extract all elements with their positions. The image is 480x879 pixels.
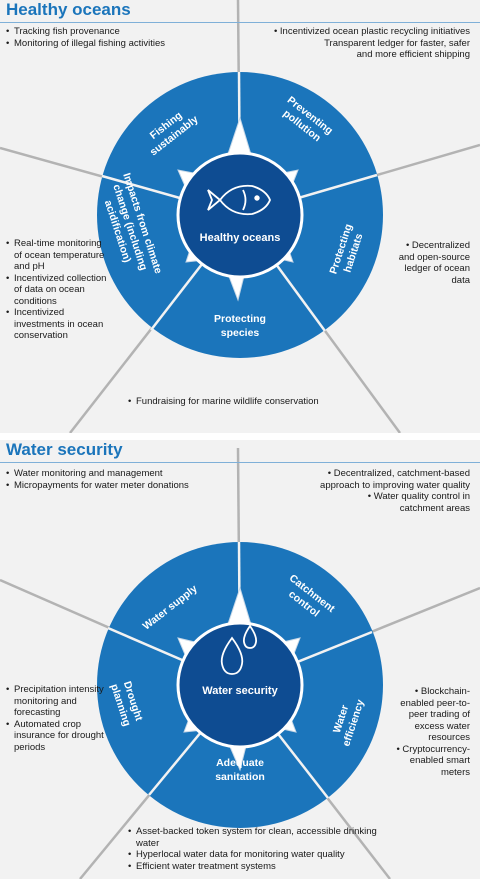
note-item: Fundraising for marine wildlife conserva…: [128, 396, 388, 408]
note-item: Incentivized investments in ocean conser…: [6, 307, 110, 342]
water-drops-icon: [220, 624, 258, 675]
note-item-continued: catchment areas: [399, 502, 470, 514]
segment-species: Protecting species: [214, 313, 266, 339]
note-item: Water quality control in: [280, 491, 470, 503]
segment-sanitation-line1: Adequate: [216, 757, 264, 769]
title-underline: [0, 22, 480, 23]
notes-habitats: Decentralized and open-source ledger of …: [388, 240, 470, 286]
note-item: Blockchain-enabled peer-to-peer trading …: [384, 686, 470, 744]
segment-species-line2: species: [221, 327, 260, 339]
water-security-section: Water security Water supply Catchment co…: [0, 440, 480, 879]
fish-icon: [207, 184, 271, 216]
note-item: Decentralized, catchment-based: [280, 468, 470, 480]
section-title: Healthy oceans: [6, 0, 131, 19]
notes-sanitation: Asset-backed token system for clean, acc…: [128, 826, 390, 872]
center-title: Water security: [202, 685, 278, 697]
note-item: Micropayments for water meter donations: [6, 480, 226, 492]
note-item: Decentralized and open-source ledger of …: [388, 240, 470, 286]
segment-species-line1: Protecting: [214, 313, 266, 325]
note-item: Cryptocurrency-enabled smart meters: [384, 744, 470, 779]
note-item: Monitoring of illegal fishing activities: [6, 38, 226, 50]
center-title: Healthy oceans: [200, 232, 281, 244]
note-item: Tracking fish provenance: [6, 26, 226, 38]
note-item: Efficient water treatment systems: [128, 861, 390, 873]
notes-supply: Water monitoring and management Micropay…: [6, 468, 226, 491]
center-circle: [176, 621, 304, 749]
note-item: Automated crop insurance for drought per…: [6, 719, 110, 754]
notes-efficiency: Blockchain-enabled peer-to-peer trading …: [384, 686, 470, 778]
note-item: Asset-backed token system for clean, acc…: [128, 826, 390, 849]
note-item-continued: and more efficient shipping: [356, 49, 470, 60]
notes-climate: Real-time monitoring of ocean temperatur…: [6, 238, 110, 342]
notes-fishing: Tracking fish provenance Monitoring of i…: [6, 26, 226, 49]
note-item: Precipitation intensity monitoring and f…: [6, 684, 110, 719]
notes-species: Fundraising for marine wildlife conserva…: [128, 396, 388, 408]
notes-drought: Precipitation intensity monitoring and f…: [6, 684, 110, 753]
title-underline: [0, 462, 480, 463]
note-item: Water monitoring and management: [6, 468, 226, 480]
segment-sanitation-line2: sanitation: [215, 771, 265, 783]
section-title: Water security: [6, 440, 123, 459]
segment-sanitation: Adequate sanitation: [215, 757, 265, 783]
healthy-oceans-wheel: Healthy oceans Fishing sustainably Preve…: [0, 0, 480, 433]
note-item: Incentivized collection of data on ocean…: [6, 273, 110, 308]
center-circle: [176, 151, 304, 279]
notes-pollution: Incentivized ocean plastic recycling ini…: [240, 26, 470, 61]
section-separator: [0, 433, 480, 440]
note-item: Hyperlocal water data for monitoring wat…: [128, 849, 390, 861]
note-item: Transparent ledger for faster, safer: [324, 37, 470, 49]
note-item-continued: approach to improving water quality: [320, 479, 470, 491]
healthy-oceans-section: Healthy oceans Fishing sustainably Preve…: [0, 0, 480, 433]
note-item: Incentivized ocean plastic recycling ini…: [240, 26, 470, 38]
notes-catchment: Decentralized, catchment-based approach …: [280, 468, 470, 514]
water-security-wheel: Water security Water supply Catchment co…: [0, 447, 480, 879]
note-item: Real-time monitoring of ocean temperatur…: [6, 238, 110, 273]
